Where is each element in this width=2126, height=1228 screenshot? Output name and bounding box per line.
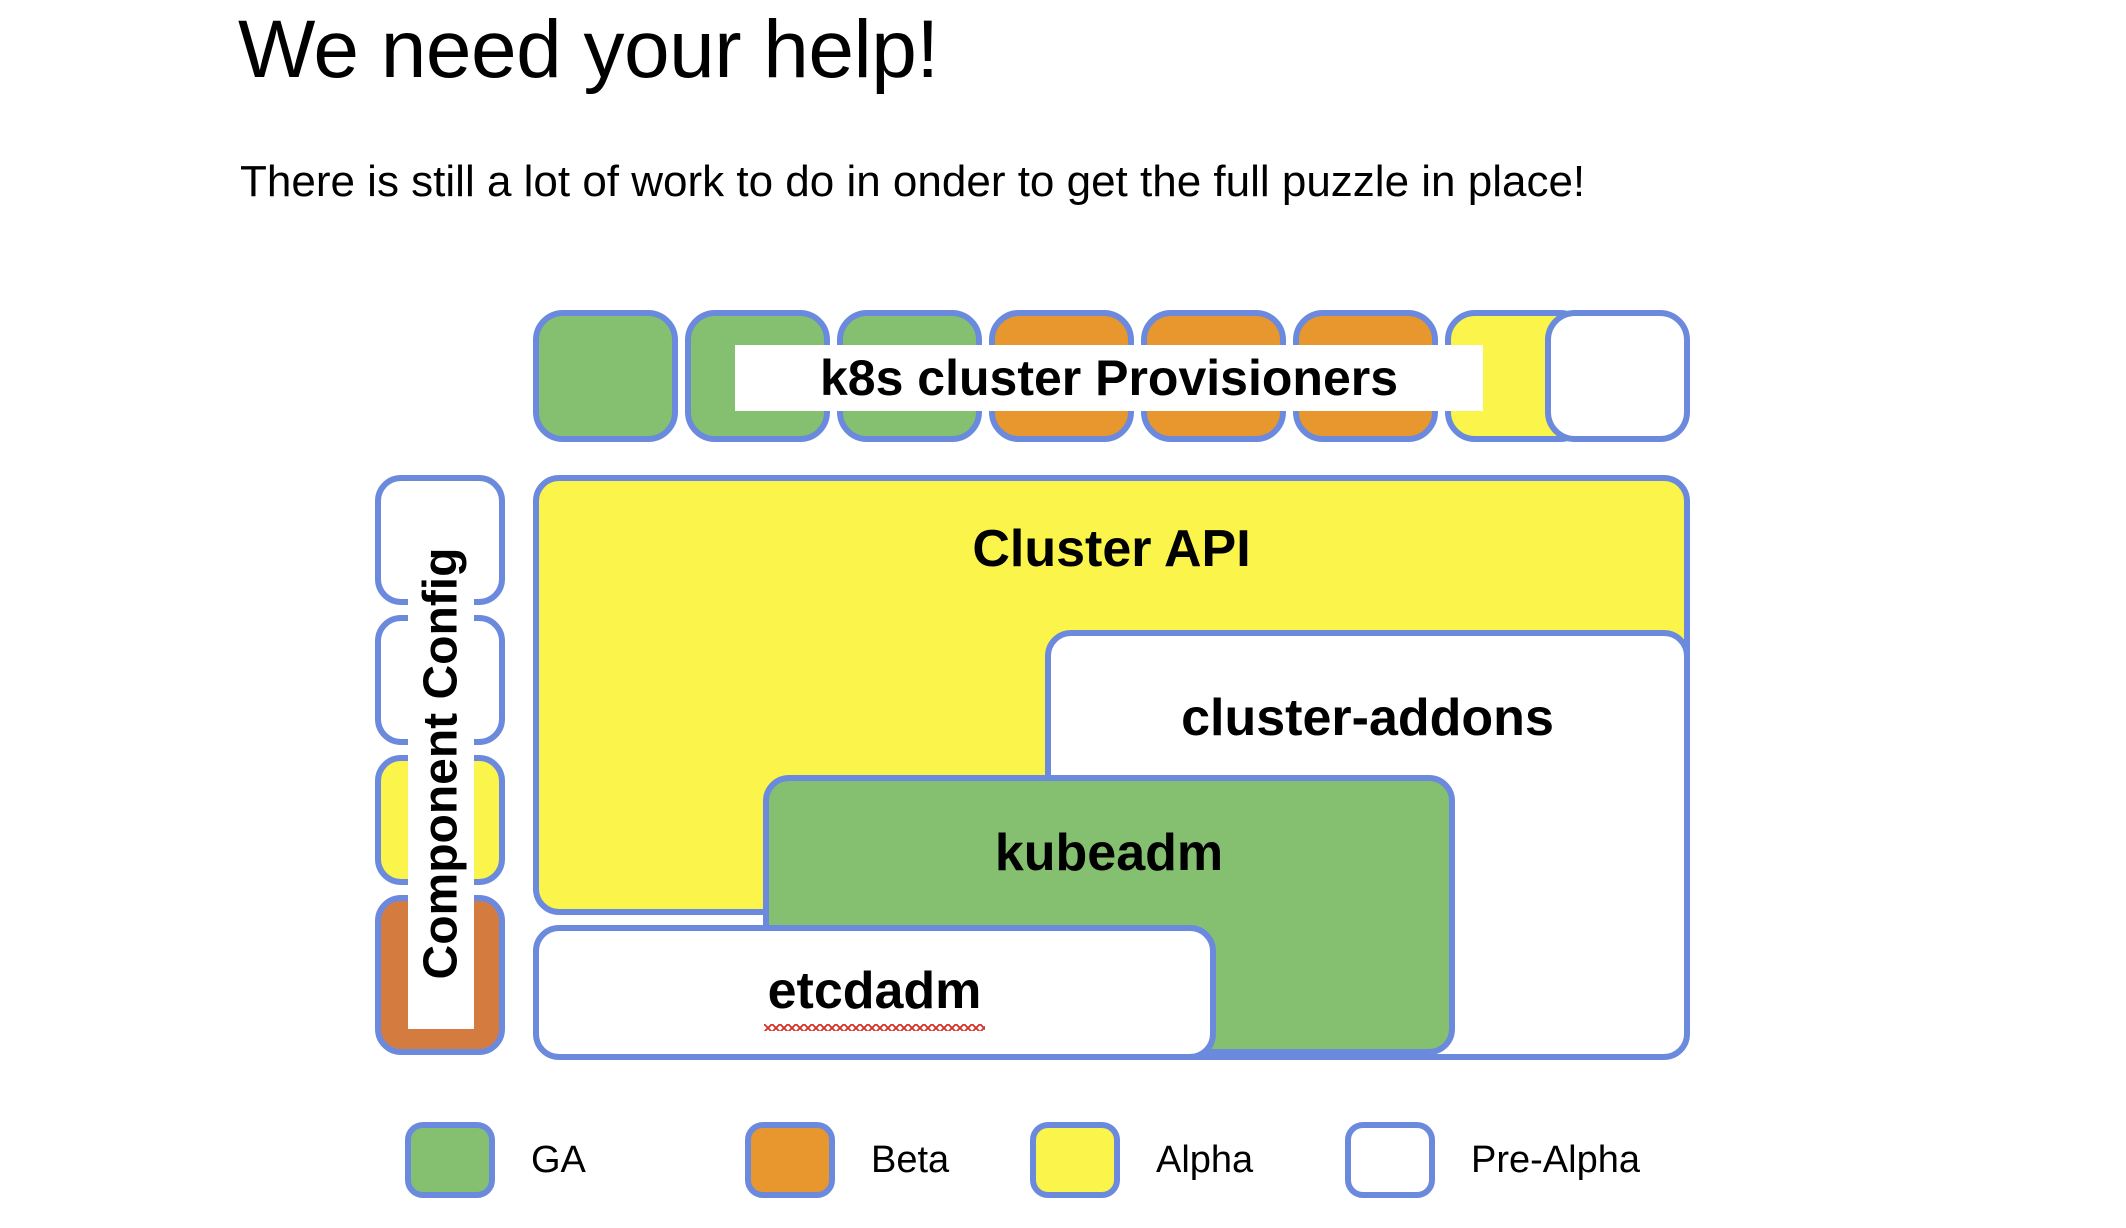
legend-item-beta: Beta (745, 1122, 949, 1198)
provisioners-label-text: k8s cluster Provisioners (819, 350, 1399, 406)
legend-label-alpha: Alpha (1156, 1138, 1254, 1181)
component-config-label: Component Config (408, 497, 474, 1029)
legend-swatch-ga (405, 1122, 495, 1198)
page-subtitle: There is still a lot of work to do in on… (240, 157, 1586, 206)
legend-item-pre-alpha: Pre-Alpha (1345, 1122, 1640, 1198)
legend-item-alpha: Alpha (1030, 1122, 1253, 1198)
block-cluster-addons-label: cluster-addons (1181, 689, 1554, 747)
block-etcdadm-label: etcdadm (539, 961, 1210, 1031)
legend-label-beta: Beta (871, 1138, 950, 1181)
component-config-label-text: Component Config (414, 547, 468, 979)
block-cluster-api-label: Cluster API (972, 520, 1251, 578)
provisioner-tile-1[interactable] (533, 310, 678, 442)
block-kubeadm-label: kubeadm (994, 824, 1224, 882)
provisioner-tile-8[interactable] (1545, 310, 1690, 442)
provisioners-label: k8s cluster Provisioners (735, 345, 1483, 411)
block-etcdadm[interactable]: etcdadm (533, 925, 1216, 1060)
page-title: We need your help! (238, 4, 939, 95)
legend-swatch-alpha (1030, 1122, 1120, 1198)
legend-item-ga: GA (405, 1122, 586, 1198)
legend-label-pre-alpha: Pre-Alpha (1471, 1138, 1640, 1181)
legend-swatch-beta (745, 1122, 835, 1198)
block-etcdadm-label-text: etcdadm (763, 961, 986, 1031)
legend-swatch-pre-alpha (1345, 1122, 1435, 1198)
legend-label-ga: GA (531, 1138, 586, 1181)
